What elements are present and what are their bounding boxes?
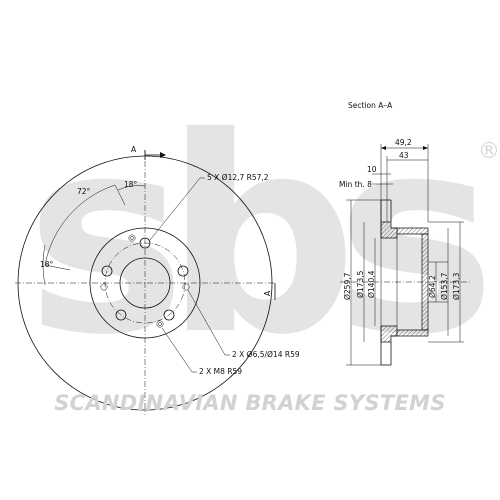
sbs-watermark-logo: sbs xyxy=(26,79,500,394)
section-marker-top: A xyxy=(131,145,166,160)
dim-inner-173: Ø173,3 xyxy=(452,272,461,300)
callout-threads: 2 X M8 R59 xyxy=(199,367,242,376)
bolt-holes xyxy=(101,237,189,321)
dim-thickness-label: 10 xyxy=(367,165,377,174)
section-view: Section A–A 49,2 43 10 Min th. 8 xyxy=(339,101,470,366)
dim-hat-width-label: 43 xyxy=(399,151,409,160)
disc-section-profile xyxy=(340,199,470,366)
angle-18-left-label: 18° xyxy=(40,260,54,269)
dim-hat-width: 43 xyxy=(386,151,428,222)
bolt-hole xyxy=(101,265,113,277)
small-hole-outer xyxy=(128,234,136,242)
small-holes xyxy=(100,234,190,328)
section-title: Section A–A xyxy=(348,101,393,110)
bolt-hole xyxy=(115,309,127,321)
diameter-dimensions: Ø259,7 Ø173,5 Ø140,4 Ø64,2 Ø153,7 Ø173,3 xyxy=(343,199,464,366)
thread-hole xyxy=(100,283,108,291)
angle-72-label: 72° xyxy=(77,187,91,196)
dim-hat-inner-diameter: Ø140,4 xyxy=(367,270,376,298)
dim-center-bore: Ø64,2 xyxy=(428,275,437,298)
dim-outer-diameter: Ø259,7 xyxy=(343,272,352,300)
callout-small-holes: 2 X Ø6,5/Ø14 R59 xyxy=(232,350,300,359)
dim-total-width-label: 49,2 xyxy=(395,138,412,147)
bolt-hole xyxy=(177,265,189,277)
angle-dimensions: 72° 18° 18° xyxy=(40,180,146,286)
bolt-hole xyxy=(163,309,175,321)
section-marker-top-label: A xyxy=(131,145,137,154)
dim-hat-outer-diameter: Ø173,5 xyxy=(356,270,365,298)
front-view: A A 72° 18° 18° 5 X Ø12,7 R57,2 2 X Ø6,5… xyxy=(15,145,300,415)
dim-inner-153: Ø153,7 xyxy=(440,272,449,300)
thread-hole xyxy=(182,283,190,291)
watermark-logo-text: sbs xyxy=(26,79,488,394)
callouts: 5 X Ø12,7 R57,2 2 X Ø6,5/Ø14 R59 2 X M8 … xyxy=(149,173,300,376)
min-thickness: Min th. 8 xyxy=(339,180,393,189)
angle-18-top-label: 18° xyxy=(124,180,138,189)
bolt-hole xyxy=(139,237,151,249)
section-marker-right: A xyxy=(263,283,276,300)
small-hole-inner xyxy=(130,236,134,240)
small-hole-outer xyxy=(156,320,164,328)
brand-tagline: SCANDINAVIAN BRAKE SYSTEMS xyxy=(54,391,446,415)
small-hole-inner xyxy=(158,322,162,326)
dim-thickness: 10 xyxy=(367,165,391,175)
section-marker-right-label: A xyxy=(263,290,272,296)
min-thickness-label: Min th. 8 xyxy=(339,180,372,189)
callout-bolt-holes: 5 X Ø12,7 R57,2 xyxy=(207,173,269,182)
registered-mark: ® xyxy=(478,139,500,164)
